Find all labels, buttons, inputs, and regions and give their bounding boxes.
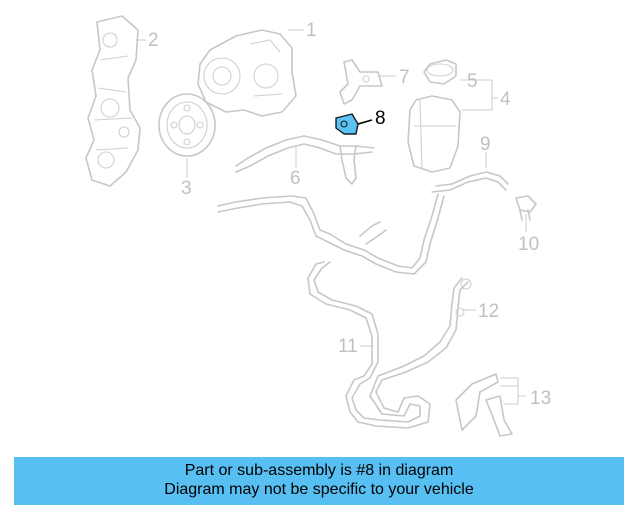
- callout-5: 5: [467, 71, 478, 92]
- part-2-bracket[interactable]: [85, 15, 141, 187]
- callout-9: 9: [480, 134, 491, 155]
- callout-11: 11: [338, 336, 358, 357]
- pressure-hose[interactable]: [217, 193, 445, 275]
- part-7-bracket[interactable]: [339, 59, 383, 105]
- info-banner: Part or sub-assembly is #8 in diagram Di…: [14, 457, 624, 505]
- callout-1: 1: [306, 20, 317, 41]
- part-6-hose[interactable]: [235, 135, 375, 185]
- part-3-pulley[interactable]: [158, 93, 216, 157]
- callout-10: 10: [518, 234, 539, 255]
- part-13-brackets[interactable]: [455, 373, 513, 437]
- parts-diagram: 1 2 3 4 5 6 7 8 9 10 11 12 13: [85, 15, 551, 437]
- callout-12: 12: [478, 301, 499, 322]
- callout-8-leader: [357, 119, 373, 125]
- part-12-fitting[interactable]: [455, 278, 472, 317]
- callout-2: 2: [148, 30, 159, 51]
- callout-3: 3: [181, 178, 192, 199]
- part-4-reservoir[interactable]: [407, 95, 461, 173]
- callout-6: 6: [290, 168, 301, 189]
- part-1-pump[interactable]: [197, 29, 297, 117]
- part-8-clamp[interactable]: [335, 113, 359, 135]
- leader-lines: [136, 29, 527, 405]
- part-11-return-line[interactable]: [307, 261, 469, 429]
- part-5-cap[interactable]: [423, 59, 457, 85]
- banner-line-1: Part or sub-assembly is #8 in diagram: [184, 462, 454, 479]
- part-9-hose[interactable]: [431, 171, 509, 193]
- callout-13: 13: [530, 388, 551, 409]
- callout-8: 8: [375, 108, 386, 129]
- part-10-bolt[interactable]: [515, 195, 537, 221]
- callout-4: 4: [500, 89, 511, 110]
- callout-7: 7: [399, 67, 410, 88]
- banner-line-2: Diagram may not be specific to your vehi…: [164, 481, 474, 498]
